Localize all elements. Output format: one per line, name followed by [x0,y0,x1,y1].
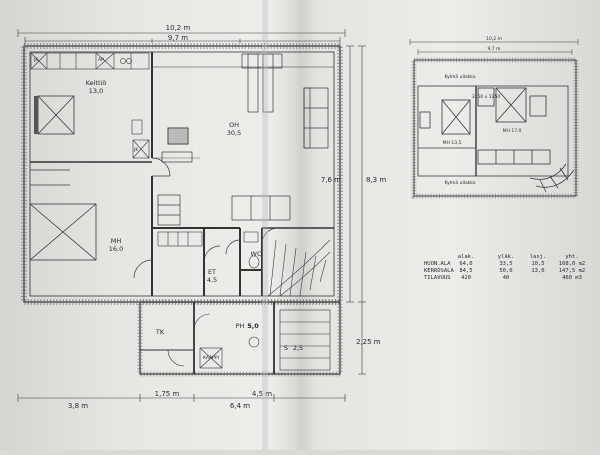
upper-top-dimensions [409,39,579,55]
living-room-furniture [152,53,329,226]
area-cell-1-1: 50,0 [499,268,512,274]
bottom-dimension-lines [17,394,346,402]
dim-overall-width: 10,2 m [166,24,191,32]
area-cell-2-3: 460 m3 [562,275,582,281]
label-kaappi: KAAPPI [203,355,219,361]
dim-depth-outer: 8,3 m [366,176,386,184]
dim-annex-height: 2,25 m [356,338,381,346]
room-area-kitchen: 13,0 [89,87,103,95]
area-cell-2-0: 420 [461,275,471,281]
hall-closet [157,231,203,247]
room-area-entry: 4,5 [207,276,217,284]
kitchen-table [34,95,75,135]
room-label-entry: ET [208,268,216,276]
room-label-kitchen: Keittiö [86,79,107,87]
area-cell-0-2: 10,5 [531,261,544,267]
bedroom-bed [29,169,97,261]
room-label-living: OH [229,121,239,129]
room-area-sauna: 2,5 [293,344,303,352]
dim-bottom-left: 3,8 m [68,402,88,410]
kitchen-cabinets [30,52,150,159]
fixture-labels: JK JK AP KAAPPI [33,57,219,361]
label-jk: JK [33,57,39,63]
label-jk-2: JK [133,147,139,153]
upper-label-mh-right: MH 17,0 [503,128,522,134]
top-dimension-lines [17,29,346,45]
upper-label-kylma-bottom: Kylmä ullakko [444,180,475,186]
upper-label-mh-left: MH 13,5 [443,140,462,146]
interior-walls [30,52,334,296]
room-label-tk: TK [155,328,165,336]
area-cell-2-1: 40 [503,275,510,281]
upper-floor-plan [409,39,579,199]
main-dimension-text: 10,2 m 9,7 m 7,6 m 8,3 m 2,25 m 3,8 m 1,… [68,24,386,410]
outer-walls [21,43,343,305]
room-area-ph: 5,0 [247,322,259,330]
paper-fold [262,0,268,450]
right-dimension-lines [346,45,366,375]
room-label-bedroom: MH [111,237,122,245]
area-header-2: lasj. [530,254,547,260]
dim-bottom-right-a: 6,4 m [230,402,250,410]
area-cell-1-3: 147,5 m2 [559,268,586,274]
upper-dim-width-top: 10,2 m [486,36,502,42]
area-cell-0-0: 64,0 [459,261,472,267]
dim-bottom-right-b: 4,5 m [252,390,272,398]
area-cell-0-3: 108,0 m2 [559,261,586,267]
area-row-label-0: HUON.ALA [424,261,451,267]
upper-label-small-room: 3150 x 1250 [472,94,501,100]
dim-depth-inner: 7,6 m [321,176,341,184]
area-header-3: yht. [565,254,578,260]
room-area-living: 30,5 [227,129,241,137]
room-label-ph: PH [236,322,245,330]
room-labels: Keittiö 13,0 OH 30,5 MH 16,0 ET 4,5 WC T… [86,79,303,352]
upper-interior [417,85,575,193]
upper-label-kylma-top: Kylmä ullakko [444,74,475,80]
area-cell-1-2: 13,0 [531,268,544,274]
door-swings [133,157,279,279]
label-ap: AP [98,57,104,63]
area-row-label-2: TILAVUUS [424,275,451,281]
upper-dim-width-inner: 9,7 m [488,46,501,52]
area-header-1: yläk. [498,254,515,260]
dim-inner-width: 9,7 m [168,34,188,42]
upper-labels: 10,2 m 9,7 m Kylmä ullakko Kylmä ullakko… [443,36,522,186]
stove [167,127,189,145]
area-cell-1-0: 84,5 [459,268,472,274]
area-cell-0-1: 33,5 [499,261,512,267]
room-area-bedroom: 16,0 [109,245,123,253]
room-label-wc: WC [251,250,262,258]
room-label-sauna: S [284,344,288,352]
area-table: alak. yläk. lasj. yht. HUON.ALA 64,0 33,… [424,254,585,281]
staircase [267,239,331,297]
area-header-0: alak. [458,254,475,260]
area-row-label-1: KERROSALA [424,268,454,274]
main-floor-plan [17,29,366,402]
wc-fixtures [243,231,260,269]
dim-bottom-mid: 1,75 m [155,390,180,398]
annex [137,299,343,377]
